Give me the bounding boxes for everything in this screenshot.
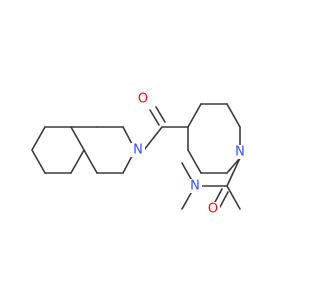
- carbonyl-linker: [143, 106, 189, 151]
- carbamoyl-group: [200, 157, 241, 210]
- carbonyl-oxygen-label: O: [138, 92, 148, 107]
- atom-labels: N O N N O: [131, 92, 247, 217]
- dimethyl-nitrogen-label: N: [190, 179, 200, 194]
- ring-nitrogen-label: N: [133, 143, 143, 158]
- urea-oxygen-label: O: [208, 202, 218, 217]
- piperidine-ring: [187, 103, 241, 174]
- piperidine-nitrogen-label: N: [235, 145, 245, 160]
- molecule-drawing: N O N N O: [31, 91, 247, 217]
- fused-ring: [70, 126, 133, 174]
- left-ring: [31, 126, 85, 174]
- structure-canvas: N O N N O: [31, 91, 247, 217]
